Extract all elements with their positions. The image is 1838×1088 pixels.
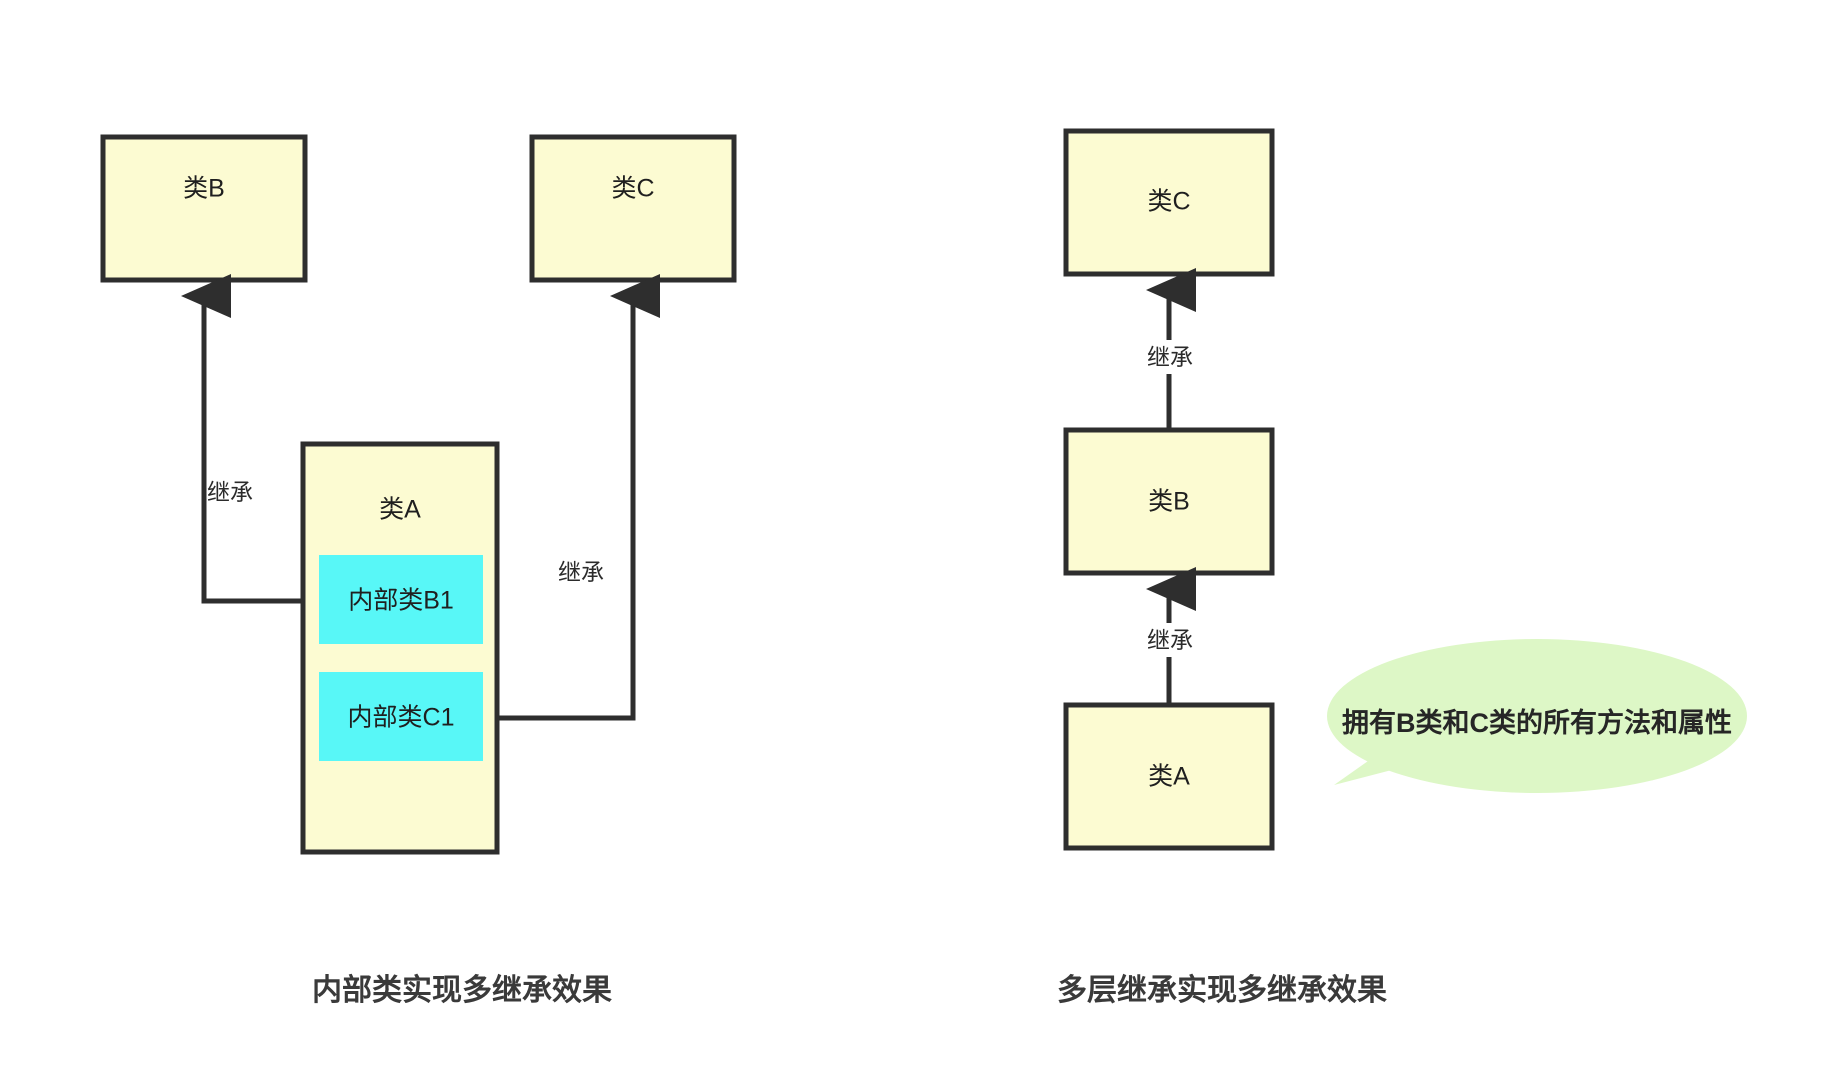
edge-b1-to-b-label: 继承 [207, 479, 253, 505]
left-class-c-label: 类C [611, 175, 654, 203]
edge-c1-to-c: 继承 [483, 273, 661, 721]
right-class-b-box[interactable]: 类B [1063, 427, 1275, 576]
right-class-c-rect [1063, 128, 1275, 277]
right-class-b-label: 类B [1148, 488, 1190, 516]
left-class-a-rect [300, 441, 500, 855]
left-class-b-label: 类B [183, 175, 225, 203]
left-class-c-rect [529, 134, 737, 283]
edge-b-to-c-label-bg [1140, 340, 1200, 374]
edge-a-to-b-label-bg [1140, 623, 1200, 657]
inner-class-b1-box[interactable]: 内部类B1 [319, 555, 483, 644]
inner-class-b1-label: 内部类B1 [348, 587, 454, 615]
right-class-a-label: 类A [1148, 763, 1190, 791]
right-class-a-box[interactable]: 类A [1063, 702, 1275, 851]
right-class-a-rect [1063, 702, 1275, 851]
right-class-c-box[interactable]: 类C [1063, 128, 1275, 277]
left-class-a-box[interactable]: 类A 内部类B1 内部类C1 [300, 441, 500, 855]
left-class-a-label: 类A [379, 496, 421, 524]
edge-b-to-c-label: 继承 [1147, 344, 1193, 370]
right-panel-caption: 多层继承实现多继承效果 [1057, 973, 1387, 1007]
callout-body [1327, 639, 1747, 793]
left-class-c-box[interactable]: 类C [529, 134, 737, 283]
inner-class-b1-rect [319, 555, 483, 644]
edge-a-to-b: 继承 [1140, 566, 1200, 703]
inner-class-c1-label: 内部类C1 [348, 704, 455, 732]
right-class-c-label: 类C [1147, 188, 1190, 216]
left-panel-caption: 内部类实现多继承效果 [312, 973, 612, 1007]
inner-class-c1-box[interactable]: 内部类C1 [319, 672, 483, 761]
inner-class-c1-rect [319, 672, 483, 761]
edge-b-to-c: 继承 [1140, 267, 1200, 428]
left-class-b-rect [100, 134, 308, 283]
edge-c1-to-c-line [483, 273, 661, 721]
edge-a-to-b-label: 继承 [1147, 627, 1193, 653]
edge-b1-to-b-line [181, 273, 319, 604]
callout-text: 拥有B类和C类的所有方法和属性 [1342, 707, 1732, 738]
left-class-b-box[interactable]: 类B [100, 134, 308, 283]
edge-b1-to-b: 继承 [181, 273, 319, 604]
callout-bubble[interactable]: 拥有B类和C类的所有方法和属性 [1327, 639, 1747, 793]
edge-c1-to-c-label: 继承 [558, 559, 604, 585]
